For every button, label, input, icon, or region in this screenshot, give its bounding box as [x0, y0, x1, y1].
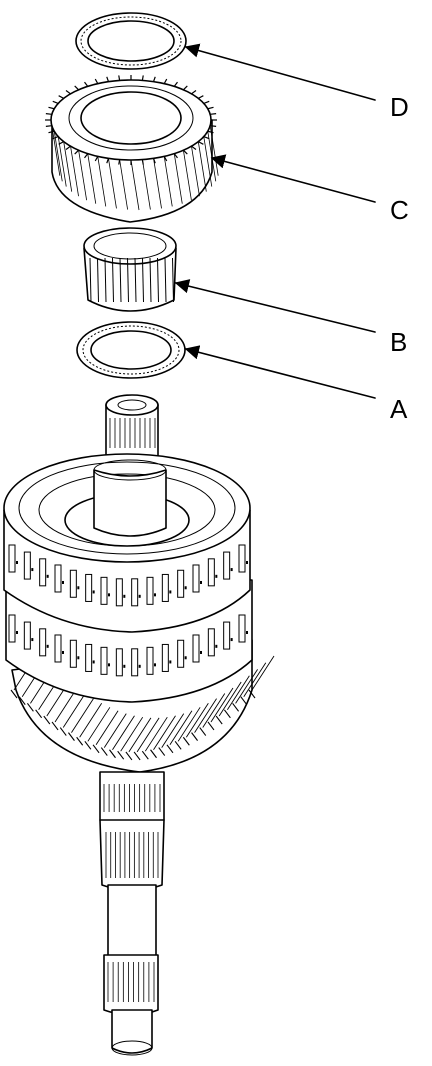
- callout-label-a: A: [390, 394, 408, 424]
- callout-label-c: C: [390, 195, 409, 225]
- leader-line-d: [184, 43, 376, 101]
- leader-line-a: [184, 345, 376, 399]
- helical-gear-c: [45, 75, 219, 223]
- leader-line-b: [174, 279, 376, 333]
- thrust-washer-a: [76, 321, 186, 379]
- callout-label-b: B: [390, 327, 407, 357]
- callout-label-d: D: [390, 92, 409, 122]
- mainshaft-assembly: [3, 394, 275, 1056]
- callout-labels: D C B A: [390, 92, 409, 424]
- leader-line-c: [210, 154, 376, 203]
- callout-leaders: [174, 43, 376, 399]
- thrust-washer-d: [75, 12, 187, 70]
- needle-bearing-b: [83, 227, 177, 312]
